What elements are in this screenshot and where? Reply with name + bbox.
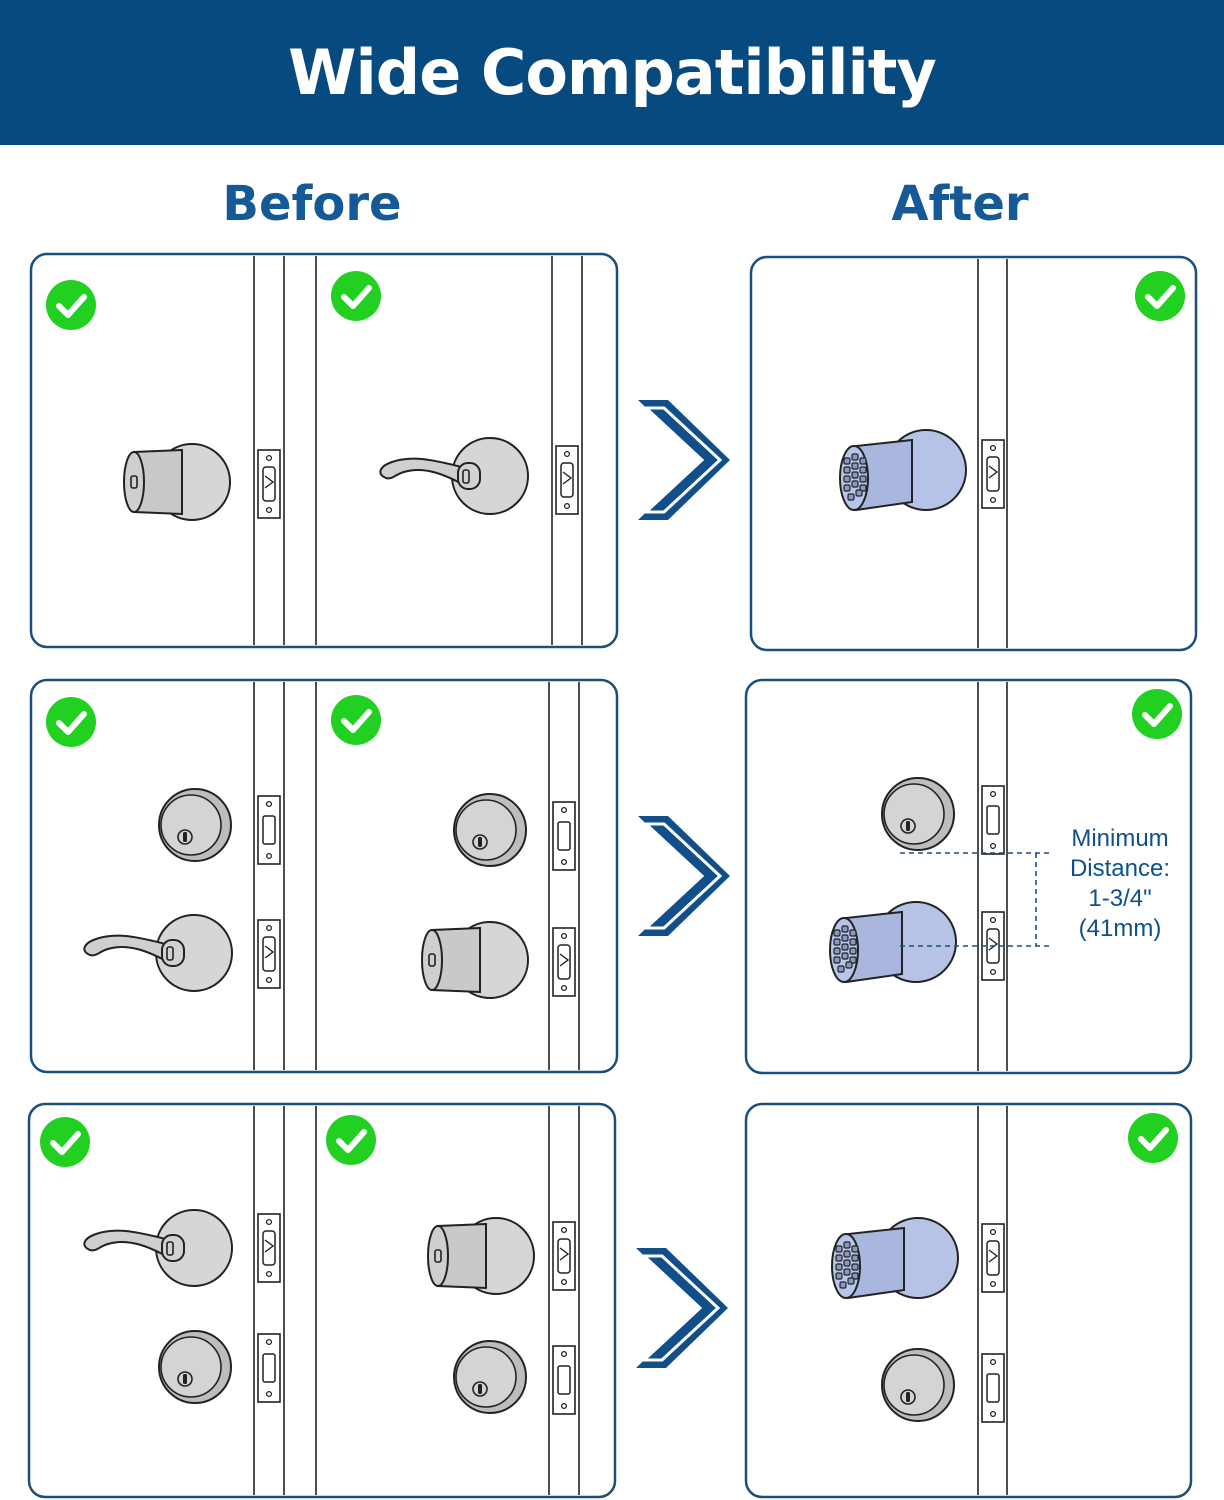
strike-plate-icon <box>552 927 576 997</box>
deadbolt-icon <box>158 1330 232 1404</box>
check-circle-icon <box>40 1117 90 1167</box>
after-heading: After <box>891 176 1029 232</box>
strike-plate-icon <box>552 1221 576 1291</box>
strike-plate-icon <box>257 449 281 519</box>
check-circle-icon <box>331 695 381 745</box>
strike-plate-icon <box>981 1223 1005 1293</box>
row-2-before-panel <box>29 678 619 1074</box>
row-1-after-panel <box>749 255 1198 652</box>
strike-plate-icon <box>257 1333 281 1403</box>
row-1-before-panel <box>29 252 619 649</box>
deadbolt-icon <box>881 777 955 851</box>
deadbolt-icon <box>881 1348 955 1422</box>
page-title: Wide Compatibility <box>288 36 937 109</box>
chevron-arrow-icon <box>636 814 732 938</box>
row-3-before-panel <box>27 1102 617 1499</box>
strike-plate-icon <box>981 785 1005 855</box>
deadbolt-icon <box>453 793 527 867</box>
note-line-4: (41mm) <box>1078 915 1162 942</box>
strike-plate-icon <box>257 919 281 989</box>
check-circle-icon <box>331 271 381 321</box>
knob-icon <box>427 1217 535 1295</box>
strike-plate-icon <box>257 1213 281 1283</box>
strike-plate-icon <box>981 439 1005 509</box>
note-line-1: Minimum <box>1071 825 1169 852</box>
chevron-arrow-icon <box>634 1246 730 1370</box>
strike-plate-icon <box>257 795 281 865</box>
knob-icon <box>123 443 231 521</box>
strike-plate-icon <box>552 801 576 871</box>
check-circle-icon <box>46 697 96 747</box>
note-line-2: Distance: <box>1069 855 1171 882</box>
deadbolt-icon <box>158 788 232 862</box>
check-circle-icon <box>326 1115 376 1165</box>
deadbolt-icon <box>453 1340 527 1414</box>
chevron-arrow-icon <box>636 398 732 522</box>
strike-plate-icon <box>555 445 579 515</box>
before-heading: Before <box>222 176 402 232</box>
minimum-distance-dimension <box>900 852 1050 947</box>
row-2-after-panel <box>744 678 1193 1075</box>
strike-plate-icon <box>552 1345 576 1415</box>
note-line-3: 1-3/4" <box>1088 885 1152 912</box>
check-circle-icon <box>1132 689 1182 739</box>
minimum-distance-note: Minimum Distance: 1-3/4" (41mm) <box>1052 824 1188 944</box>
title-banner: Wide Compatibility <box>0 0 1224 145</box>
check-circle-icon <box>1135 271 1185 321</box>
check-circle-icon <box>46 280 96 330</box>
row-3-after-panel <box>744 1102 1193 1499</box>
check-circle-icon <box>1128 1113 1178 1163</box>
strike-plate-icon <box>981 1353 1005 1423</box>
knob-icon <box>421 921 529 999</box>
